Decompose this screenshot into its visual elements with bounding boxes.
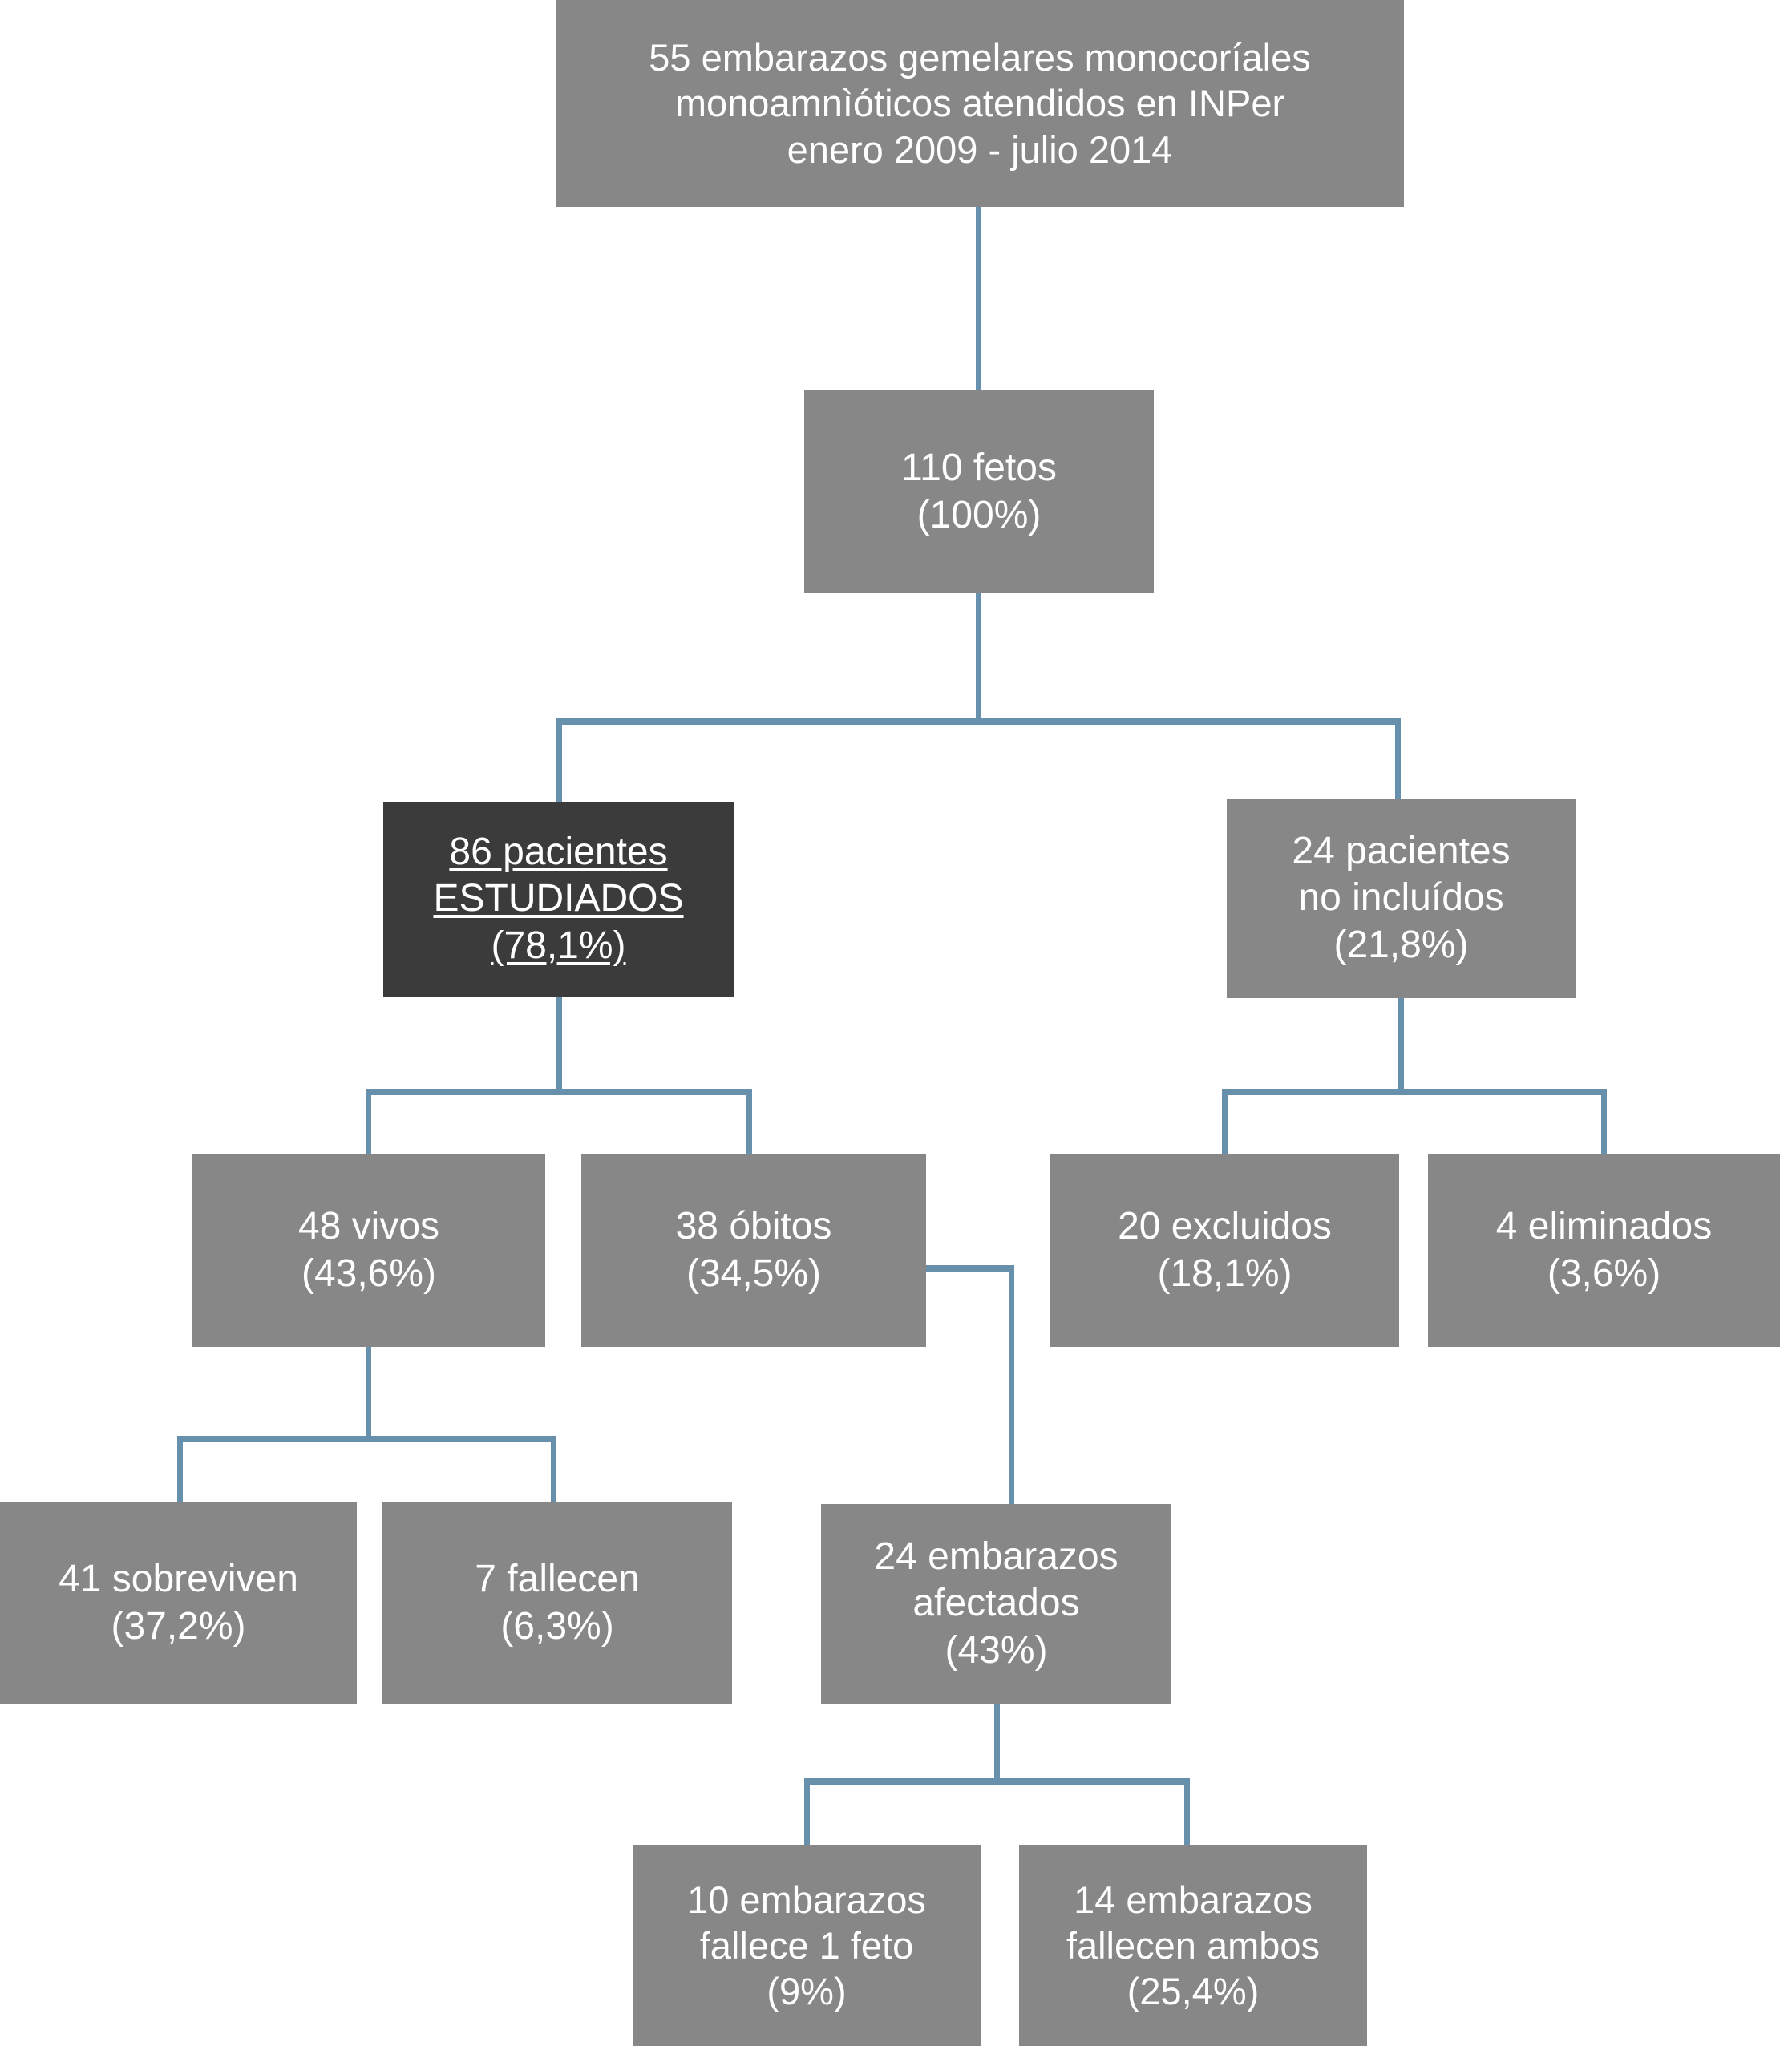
connector-to-estudiados — [556, 718, 562, 805]
node-sobreviven[interactable]: 41 sobreviven (37,2%) — [0, 1502, 357, 1704]
node-estudiados[interactable]: 86 pacientes ESTUDIADOS (78,1%) — [383, 802, 734, 997]
node-fetos[interactable]: 110 fetos (100%) — [804, 390, 1154, 593]
node-afectados[interactable]: 24 embarazos afectados (43%) — [821, 1504, 1171, 1704]
connector-obitos-to-afectados — [1009, 1265, 1014, 1504]
connector-to-eliminados — [1601, 1089, 1607, 1154]
connector-to-obitos — [746, 1089, 752, 1154]
node-root-line-2: monoamnìóticos atendidos en INPer — [674, 82, 1285, 125]
connector-obitos-side — [926, 1265, 1014, 1272]
node-fallece-uno-line-3: (9%) — [767, 1970, 847, 2013]
connector-level5-bar — [804, 1778, 1190, 1785]
connector-to-vivos — [366, 1089, 371, 1154]
node-no-incluidos-line-3: (21,8%) — [1333, 923, 1469, 966]
node-no-incluidos[interactable]: 24 pacientes no incluídos (21,8%) — [1227, 799, 1576, 998]
connector-afectados-down — [994, 1704, 1000, 1784]
node-root-line-1: 55 embarazos gemelares monocoríales — [649, 36, 1311, 79]
connector-to-fallecen-ambos — [1184, 1778, 1190, 1846]
connector-to-fallece-uno — [804, 1778, 810, 1846]
connector-no-incluidos-down — [1398, 998, 1404, 1094]
node-fallecen-ambos-line-3: (25,4%) — [1127, 1970, 1260, 2013]
connector-level3-right-bar — [1222, 1089, 1607, 1095]
node-fallecen-ambos-line-1: 14 embarazos — [1074, 1878, 1313, 1921]
connector-to-excluidos — [1222, 1089, 1228, 1154]
node-fallecen-ambos-line-2: fallecen ambos — [1066, 1923, 1321, 1967]
node-estudiados-line-1: 86 pacientes — [449, 830, 668, 873]
connector-level4-bar — [177, 1436, 556, 1442]
connector-root-to-fetos — [976, 207, 981, 391]
node-fallece-uno-line-2: fallece 1 feto — [699, 1923, 914, 1967]
connector-vivos-down — [366, 1347, 371, 1442]
node-fallecen[interactable]: 7 fallecen (6,3%) — [382, 1502, 732, 1704]
node-vivos-line-1: 48 vivos — [297, 1205, 440, 1248]
node-afectados-line-2: afectados — [912, 1582, 1080, 1625]
connector-to-no-incluidos — [1395, 718, 1401, 800]
connector-level2-bar — [556, 718, 1401, 725]
node-root-line-3: enero 2009 - julio 2014 — [787, 127, 1173, 171]
node-estudiados-line-3: (78,1%) — [491, 924, 626, 967]
node-afectados-line-3: (43%) — [945, 1628, 1048, 1672]
node-fallecen-line-1: 7 fallecen — [475, 1557, 640, 1600]
connector-level3-left-bar — [366, 1089, 752, 1095]
node-no-incluidos-line-1: 24 pacientes — [1292, 829, 1511, 872]
node-eliminados-line-2: (3,6%) — [1547, 1252, 1661, 1295]
node-excluidos-line-2: (18,1%) — [1157, 1252, 1292, 1295]
node-eliminados[interactable]: 4 eliminados (3,6%) — [1428, 1154, 1780, 1347]
node-fallecen-line-2: (6,3%) — [500, 1604, 614, 1648]
node-fallecen-ambos[interactable]: 14 embarazos fallecen ambos (25,4%) — [1019, 1845, 1367, 2046]
node-sobreviven-line-2: (37,2%) — [111, 1604, 246, 1648]
node-root[interactable]: 55 embarazos gemelares monocoríales mono… — [556, 0, 1404, 207]
node-sobreviven-line-1: 41 sobreviven — [59, 1557, 298, 1600]
connector-estudiados-down — [556, 997, 562, 1094]
node-vivos[interactable]: 48 vivos (43,6%) — [192, 1154, 545, 1347]
node-obitos[interactable]: 38 óbitos (34,5%) — [581, 1154, 926, 1347]
node-estudiados-line-2: ESTUDIADOS — [433, 877, 684, 920]
node-fetos-line-1: 110 fetos — [901, 446, 1057, 489]
node-excluidos-line-1: 20 excluidos — [1118, 1205, 1332, 1248]
node-eliminados-line-1: 4 eliminados — [1495, 1205, 1713, 1248]
connector-fetos-down — [976, 593, 981, 723]
node-vivos-line-2: (43,6%) — [301, 1252, 437, 1295]
connector-to-sobreviven — [177, 1436, 183, 1503]
node-fallece-uno[interactable]: 10 embarazos fallece 1 feto (9%) — [633, 1845, 981, 2046]
node-obitos-line-2: (34,5%) — [686, 1252, 822, 1295]
node-obitos-line-1: 38 óbitos — [675, 1205, 832, 1248]
node-fetos-line-2: (100%) — [916, 493, 1042, 536]
node-no-incluidos-line-2: no incluídos — [1298, 876, 1504, 920]
node-excluidos[interactable]: 20 excluidos (18,1%) — [1050, 1154, 1399, 1347]
node-fallece-uno-line-1: 10 embarazos — [687, 1878, 926, 1921]
node-afectados-line-1: 24 embarazos — [874, 1534, 1118, 1578]
connector-to-fallecen — [551, 1436, 556, 1503]
